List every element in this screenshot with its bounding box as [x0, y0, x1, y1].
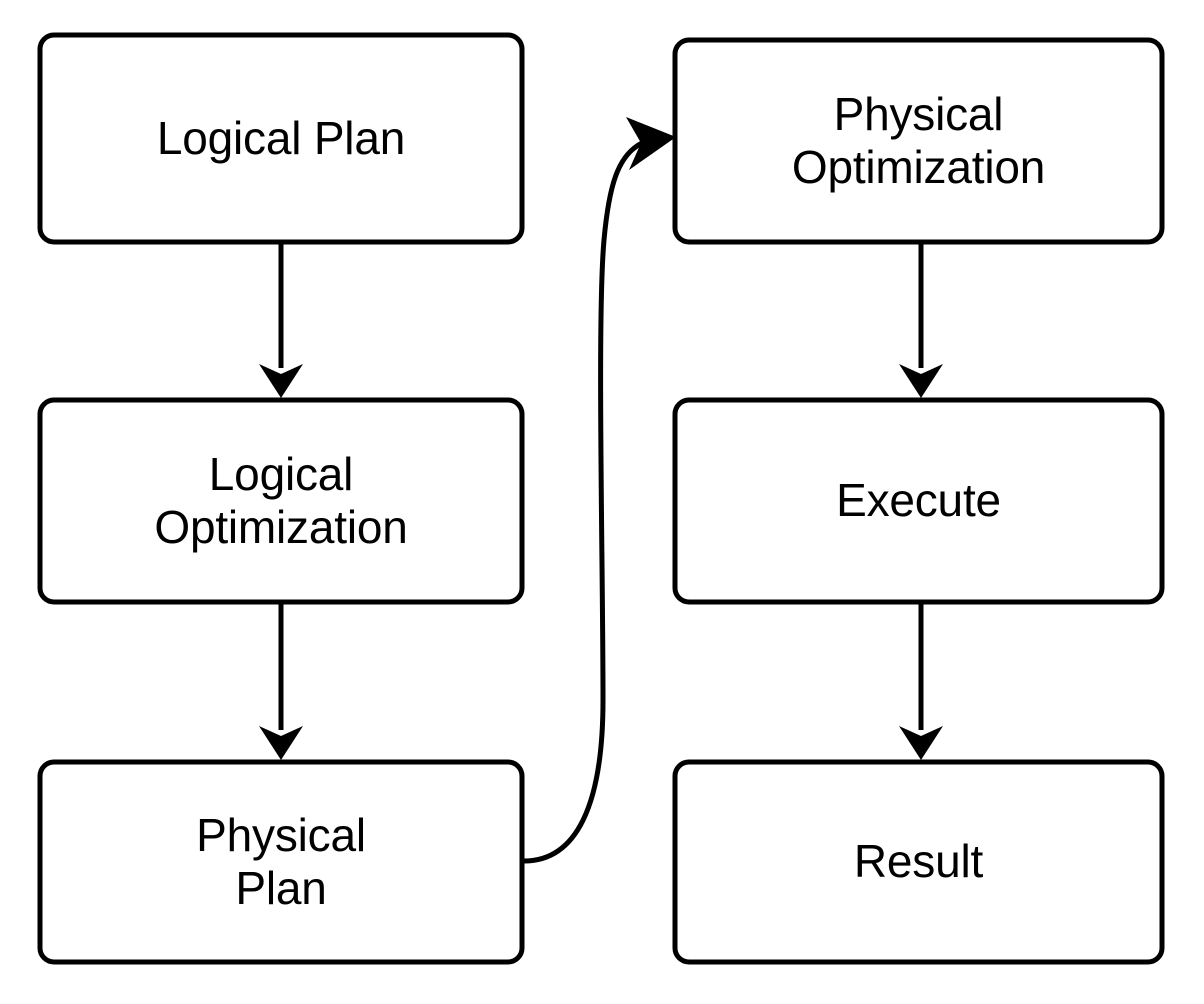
- node-physical-optimization[interactable]: [672, 37, 1165, 245]
- node-logical-plan[interactable]: [37, 32, 525, 245]
- edge-logical-plan-to-logical-optimization: [259, 242, 303, 398]
- edge-physical-plan-to-physical-optimization: [523, 117, 676, 864]
- node-logical-optimization[interactable]: [37, 397, 525, 605]
- arrowhead-right-icon: [626, 117, 676, 170]
- edge-logical-optimization-to-physical-plan: [259, 602, 303, 760]
- arrowhead-down-icon: [899, 364, 943, 398]
- node-physical-plan[interactable]: [37, 759, 525, 965]
- arrowhead-down-icon: [899, 726, 943, 760]
- arrowhead-down-icon: [259, 364, 303, 398]
- edge-execute-to-result: [899, 602, 943, 760]
- edge-curve: [523, 140, 644, 864]
- edge-physical-optimization-to-execute: [899, 242, 943, 398]
- node-result[interactable]: [672, 759, 1165, 965]
- arrowhead-down-icon: [259, 726, 303, 760]
- node-execute[interactable]: [672, 397, 1165, 605]
